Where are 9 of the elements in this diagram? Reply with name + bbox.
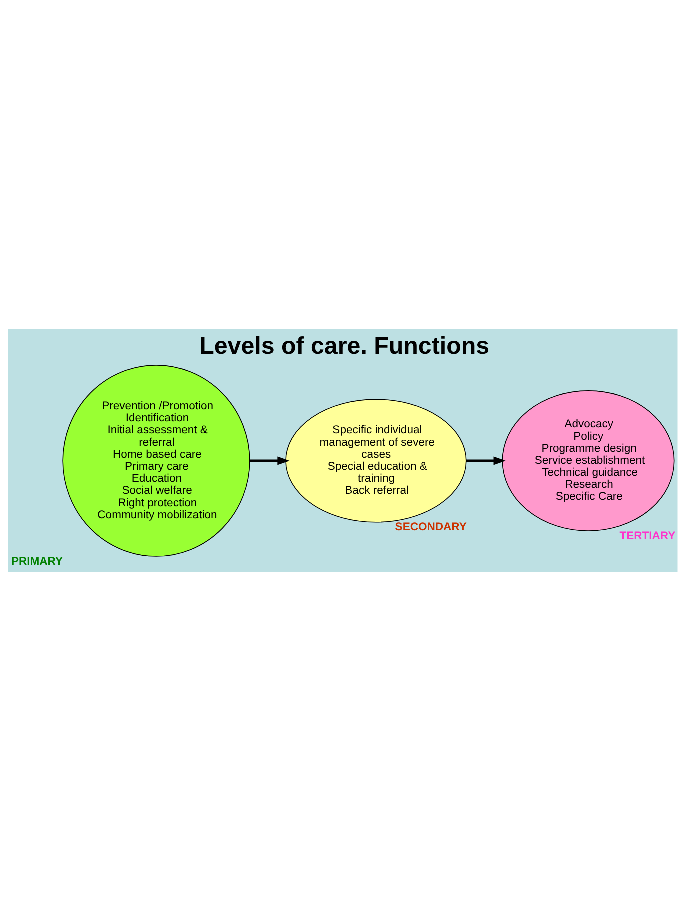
diagram-title: Levels of care. Functions <box>200 332 490 360</box>
node-label: TERTIARY <box>620 530 676 542</box>
node-label: PRIMARY <box>11 556 64 568</box>
node-label: SECONDARY <box>395 522 467 534</box>
arrow <box>250 456 290 466</box>
node-circle: Prevention /Promotion Identification Initial assessment & referral Home based care Primary care Education Social welfare Right protection Community mobilization <box>62 365 250 557</box>
node-ellipse: Specific individual management of severe cases Special education & training Back referral <box>286 399 467 523</box>
arrow <box>466 456 506 466</box>
node-ellipse: Advocacy Policy Programme design Service establishment Technical guidance Research Specific Care <box>502 390 675 532</box>
